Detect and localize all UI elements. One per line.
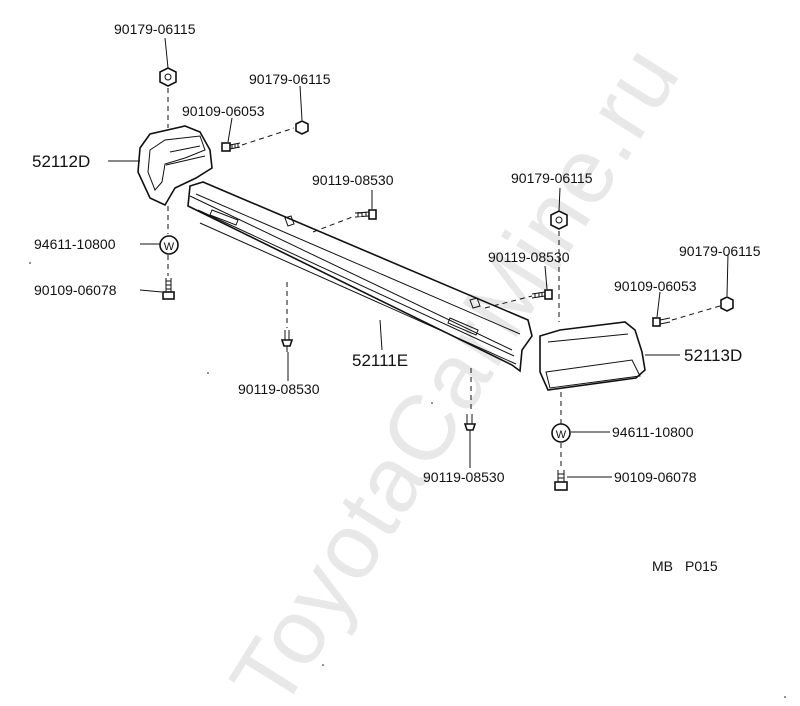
label-nut-top-left: 90179-06115 (114, 21, 196, 37)
bolt-lower-mid-icon (463, 414, 477, 436)
label-washer-left: 94611-10800 (34, 236, 116, 252)
label-bolt-lower-mid-left: 90119-08530 (238, 381, 320, 397)
label-bolt-upper-right: 90109-06053 (614, 278, 697, 294)
washer-left-icon: W (159, 235, 179, 255)
label-end-right: 52113D (684, 346, 743, 365)
figure-code-number: P015 (685, 558, 718, 574)
bolt-lower-mid-left-icon (280, 330, 294, 352)
bolt-upper-right-icon (652, 317, 671, 327)
label-end-left: 52112D (32, 152, 91, 171)
figure-code-prefix: MB (652, 558, 673, 574)
washer-right-icon: W (551, 423, 571, 443)
bumper-end-left (137, 125, 213, 207)
label-bolt-upper-left: 90109-06053 (182, 103, 265, 119)
label-bolt-lower-right: 90109-06078 (614, 469, 697, 485)
bolt-center-right-icon (531, 289, 553, 300)
figure-code: MB P015 (652, 558, 718, 574)
label-bolt-lower-left: 90109-06078 (34, 282, 117, 298)
bumper-reinforcement (187, 181, 533, 373)
bolt-lower-right-icon (554, 470, 568, 491)
assembly-lines (167, 88, 721, 468)
label-bumper-main: 52111E (352, 351, 409, 370)
svg-text:W: W (556, 429, 567, 441)
bolt-upper-left-icon (221, 142, 241, 152)
label-nut-upper-left: 90179-06115 (249, 71, 331, 87)
label-washer-right: 94611-10800 (612, 424, 694, 440)
nut-right-icon (720, 296, 734, 312)
label-nut-right: 90179-06115 (679, 243, 761, 259)
label-bolt-center-top: 90119-08530 (312, 172, 394, 188)
nut-center-icon (550, 210, 568, 230)
bolt-center-top-icon (354, 209, 377, 220)
nut-top-left-icon (159, 67, 177, 87)
bumper-end-right (539, 321, 646, 391)
label-nut-center: 90179-06115 (511, 170, 593, 186)
scan-dots (29, 262, 786, 698)
nut-upper-left-icon (295, 120, 309, 135)
leader-lines (108, 37, 729, 478)
label-bolt-center-right: 90119-08530 (488, 249, 570, 265)
svg-text:W: W (164, 241, 175, 253)
label-bolt-lower-mid: 90119-08530 (423, 469, 505, 485)
bolt-lower-left-icon (162, 278, 175, 300)
